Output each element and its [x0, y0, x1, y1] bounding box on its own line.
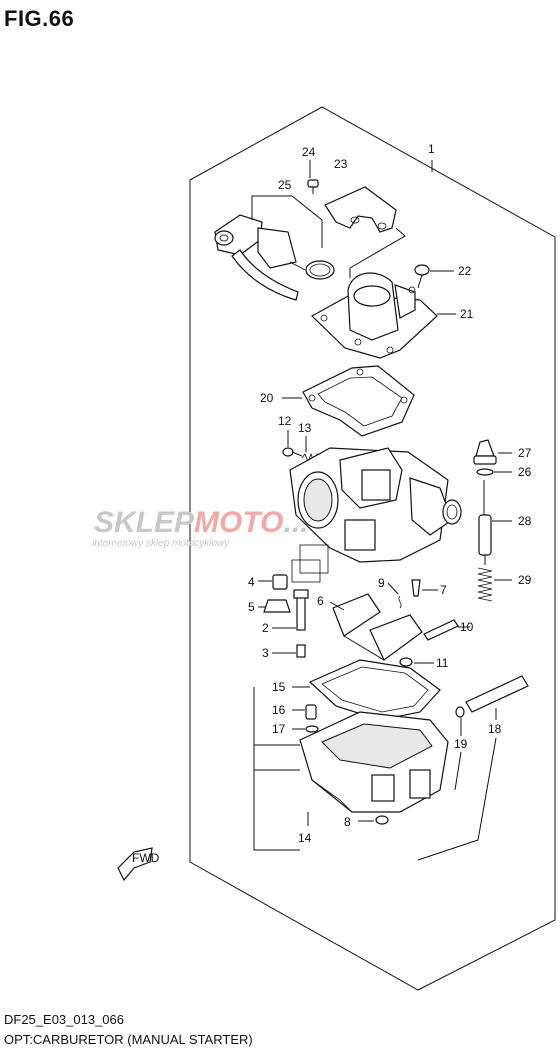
part-19-clip [455, 706, 465, 718]
callout-17: 17 [272, 722, 286, 736]
diagram-frame [189, 106, 556, 991]
callout-23: 23 [334, 157, 348, 171]
callout-24: 24 [302, 145, 316, 159]
callout-20: 20 [260, 391, 274, 405]
callout-10: 10 [460, 620, 474, 634]
part-27-cap [473, 439, 497, 465]
callout-9: 9 [378, 576, 385, 590]
part-26-o-ring [476, 468, 494, 476]
callout-11: 11 [436, 656, 449, 670]
part-5-cap [263, 599, 291, 613]
part-3-jet [296, 644, 306, 658]
part-21-top-cover [311, 272, 438, 359]
callout-25: 25 [278, 178, 292, 192]
part-7-needle-valve [411, 579, 421, 597]
callout-22: 22 [458, 264, 472, 278]
part-17-o-ring [305, 725, 319, 733]
part-8-screw [375, 815, 389, 825]
part-18-hose [465, 675, 529, 713]
callout-3: 3 [262, 646, 269, 660]
part-13-spring [301, 452, 321, 464]
part-10-pin [423, 619, 459, 641]
callout-4: 4 [248, 575, 255, 589]
part-22-screw [414, 264, 430, 289]
part-14-float-bowl [299, 711, 449, 813]
part-24-screw [307, 179, 319, 194]
callout-14: 14 [298, 831, 312, 845]
watermark-brand-a: SKLEPMOTO... [94, 506, 309, 539]
callout-28: 28 [518, 514, 532, 528]
part-12-screw [282, 447, 303, 457]
callout-27: 27 [518, 446, 532, 460]
callout-19: 19 [454, 737, 468, 751]
callout-18: 18 [488, 722, 502, 736]
callout-1: 1 [428, 142, 435, 156]
diagram-caption: OPT:CARBURETOR (MANUAL STARTER) [4, 1032, 253, 1047]
fwd-arrow-icon: FWD [117, 847, 160, 882]
part-28-plunger [478, 480, 492, 565]
callout-labels: 1 2 3 4 5 6 7 8 9 10 11 12 13 14 15 16 1… [248, 142, 532, 845]
part-9-clip [398, 595, 402, 609]
callout-16: 16 [272, 703, 286, 717]
part-15-gasket [308, 659, 441, 721]
callout-21: 21 [460, 307, 474, 321]
callout-6: 6 [317, 594, 324, 608]
callout-15: 15 [272, 680, 286, 694]
callout-29: 29 [518, 573, 532, 587]
callout-5: 5 [248, 600, 255, 614]
callout-13: 13 [298, 421, 312, 435]
part-11-screw [399, 657, 413, 667]
part-4-plug [272, 574, 288, 590]
part-23-bracket [324, 186, 397, 233]
callout-2: 2 [262, 621, 269, 635]
fwd-label: FWD [132, 851, 160, 865]
part-6-float [332, 593, 423, 661]
part-25-lever-assembly [214, 214, 335, 301]
part-2-jet-holder [293, 589, 309, 631]
callout-26: 26 [518, 465, 532, 479]
diagram-code: DF25_E03_013_066 [4, 1012, 124, 1027]
figure-title: FIG.66 [4, 6, 75, 31]
callout-7: 7 [440, 583, 447, 597]
part-20-gasket [302, 365, 415, 437]
watermark: SKLEPMOTO... internetowy sklep motocyklo… [92, 506, 309, 549]
carburetor-body [289, 447, 462, 583]
part-29-spring [477, 567, 493, 602]
watermark-tagline: internetowy sklep motocyklowy [92, 538, 230, 549]
callout-8: 8 [344, 815, 351, 829]
callout-12: 12 [278, 414, 292, 428]
part-16-drain-screw [305, 704, 317, 720]
